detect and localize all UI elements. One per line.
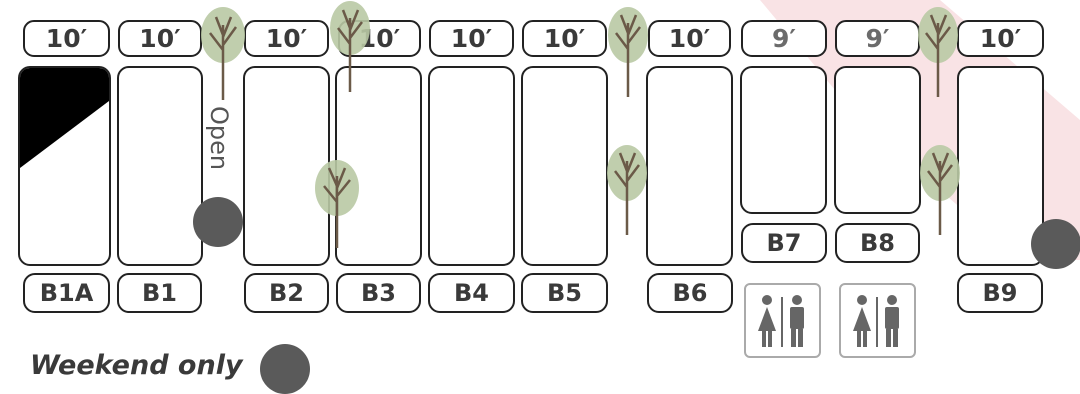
stall-b1a[interactable] — [18, 66, 111, 266]
width-tag-b5: 10′ — [522, 20, 607, 57]
stall-b4[interactable] — [428, 66, 515, 266]
width-tag-b1a: 10′ — [23, 20, 110, 57]
tree-icon — [606, 5, 650, 97]
tree-icon — [313, 158, 361, 248]
width-tag-b4: 10′ — [429, 20, 514, 57]
width-tag-b6: 10′ — [648, 20, 731, 57]
weekend-dot-icon — [1031, 219, 1080, 269]
open-label: Open — [205, 106, 233, 170]
tree-icon — [605, 143, 649, 235]
width-tag-b2: 10′ — [244, 20, 329, 57]
tree-icon — [198, 5, 248, 100]
stall-label-b5: B5 — [521, 273, 608, 313]
stall-label-b4: B4 — [428, 273, 515, 313]
stall-label-b9: B9 — [957, 273, 1043, 313]
stall-b1[interactable] — [117, 66, 203, 266]
stall-b8[interactable] — [834, 66, 921, 214]
tree-icon — [916, 5, 960, 97]
stall-label-b6: B6 — [647, 273, 733, 313]
legend-dot-icon — [260, 344, 310, 394]
stall-label-b2: B2 — [244, 273, 329, 313]
tree-icon — [918, 143, 962, 235]
width-tag-b8: 9′ — [835, 20, 920, 57]
stall-b7[interactable] — [740, 66, 827, 214]
width-tag-b7: 9′ — [741, 20, 827, 57]
stall-b6[interactable] — [646, 66, 733, 266]
width-tag-b9: 10′ — [957, 20, 1044, 57]
stall-label-b3: B3 — [336, 273, 421, 313]
stall-label-b7: B7 — [741, 223, 827, 263]
restroom-icon — [839, 283, 916, 358]
stall-label-b1a: B1A — [23, 273, 110, 313]
stall-b9[interactable] — [957, 66, 1044, 266]
width-tag-b1: 10′ — [118, 20, 202, 57]
legend-label: Weekend only — [30, 350, 243, 381]
stall-label-b8: B8 — [835, 223, 920, 263]
stall-label-b1: B1 — [117, 273, 202, 313]
weekend-dot-icon — [193, 197, 243, 247]
restroom-icon — [744, 283, 821, 358]
reserved-corner-icon — [20, 68, 111, 266]
tree-icon — [328, 0, 373, 92]
stall-b5[interactable] — [521, 66, 608, 266]
